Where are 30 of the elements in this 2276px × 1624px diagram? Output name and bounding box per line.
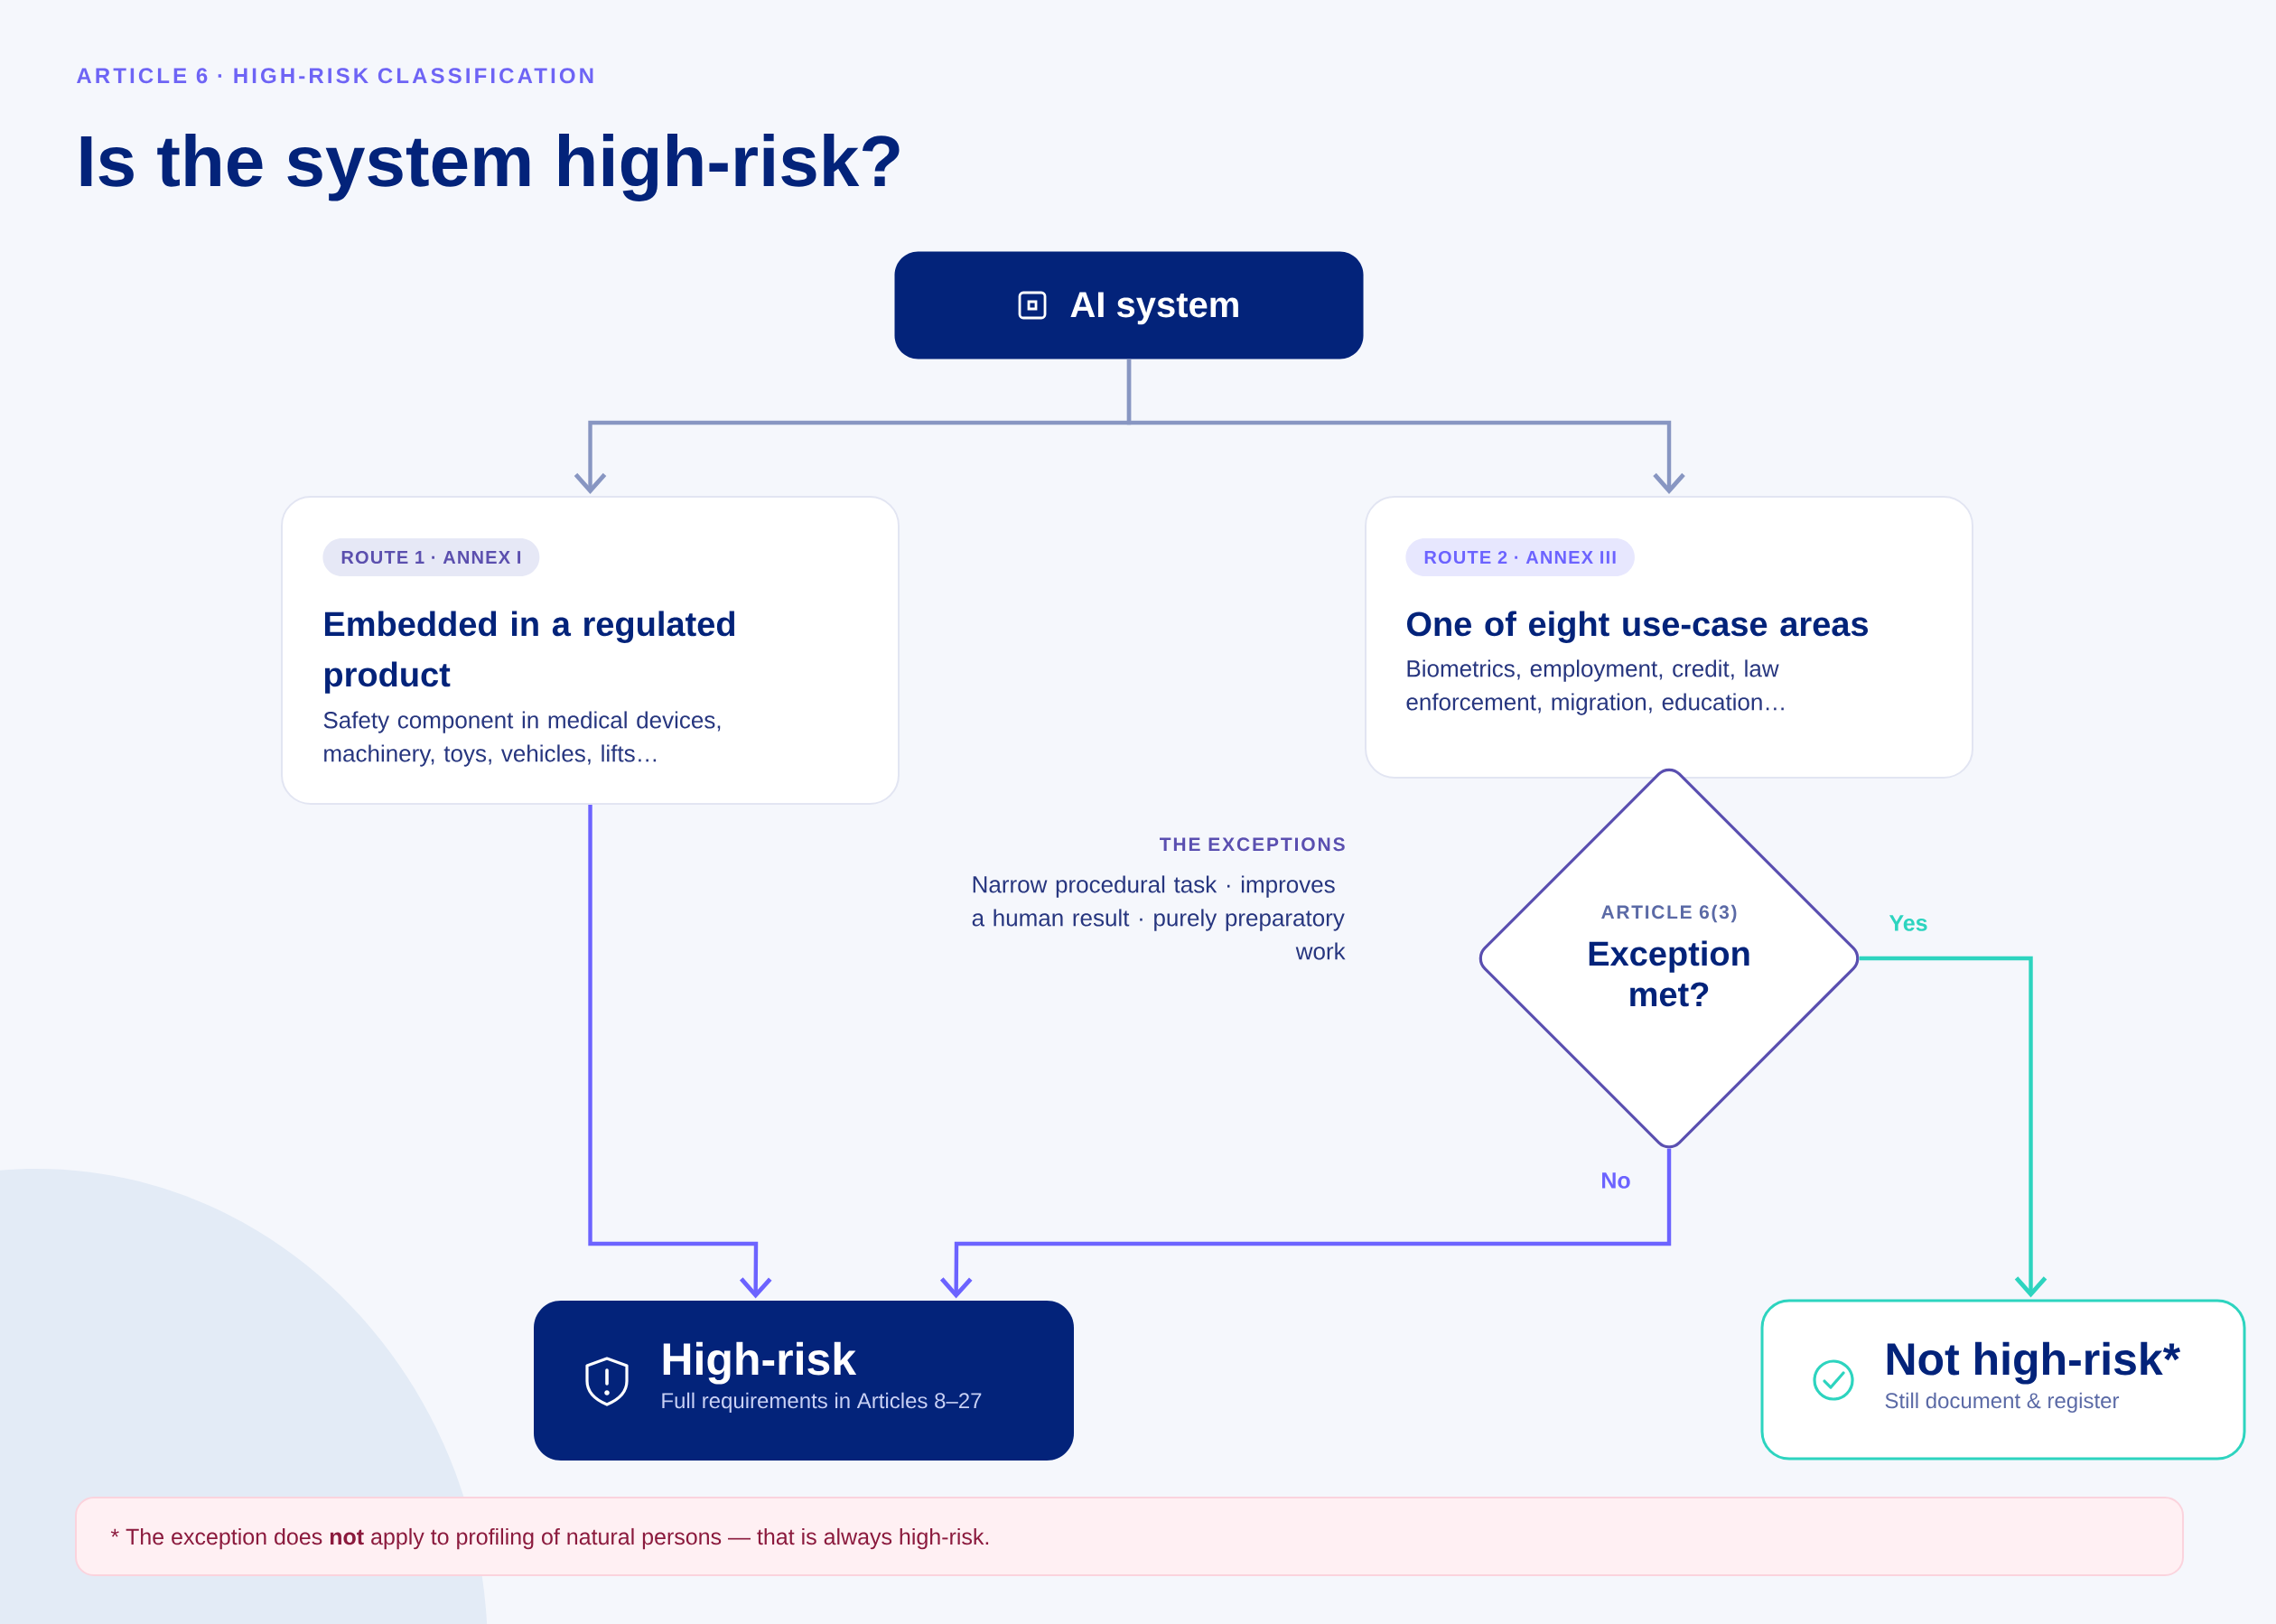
node-subtitle: Full requirements in Articles 8–27 [662, 1392, 982, 1413]
title: Is the system high-risk? [80, 134, 900, 201]
process-box [894, 251, 1364, 359]
arrow [1859, 956, 2047, 1298]
decision-tag: ARTICLE 6(3) [1601, 904, 1737, 923]
card-text: Biometrics, employment, credit, law enforcement, migration, education… [1406, 659, 1784, 715]
decision-diamond [1478, 768, 1860, 1149]
node-title: High-risk [663, 1341, 857, 1385]
kicker-text: ARTICLE 6 · HIGH-RISK CLASSIFICATION [77, 68, 593, 84]
note-box: * The exception does not apply to profiling of natural persons — that is always high-risk. [75, 1497, 2185, 1577]
route-card [1365, 496, 1974, 779]
node-title: AI system [1070, 292, 1238, 325]
edge-label: No [1597, 1169, 1635, 1192]
result-box [1760, 1299, 2246, 1461]
note-heading: THE EXCEPTIONS [1160, 837, 1345, 852]
node-title: Not high-risk* [1887, 1341, 2181, 1385]
tag-pill: ROUTE 2 · ANNEX III [1405, 538, 1635, 576]
card-text: Safety component in medical devices, machinery, toys, vehicles, lifts… [323, 711, 721, 767]
card-heading: One of eight use-case areas [1407, 611, 1868, 643]
route-card [281, 496, 900, 805]
arrow [574, 359, 1685, 494]
arrow [939, 1148, 1672, 1299]
edge-label: Yes [1885, 911, 1932, 935]
arrow [588, 805, 772, 1299]
decision-question: Exception met? [1589, 940, 1749, 1007]
node-subtitle: Still document & register [1885, 1392, 2120, 1413]
note-text: Narrow procedural task · improves a human result · purely preparatory work [972, 875, 1346, 960]
card-heading: Embedded in a regulated product [324, 611, 735, 694]
result-box [534, 1301, 1074, 1461]
tag-pill: ROUTE 1 · ANNEX I [322, 538, 540, 576]
